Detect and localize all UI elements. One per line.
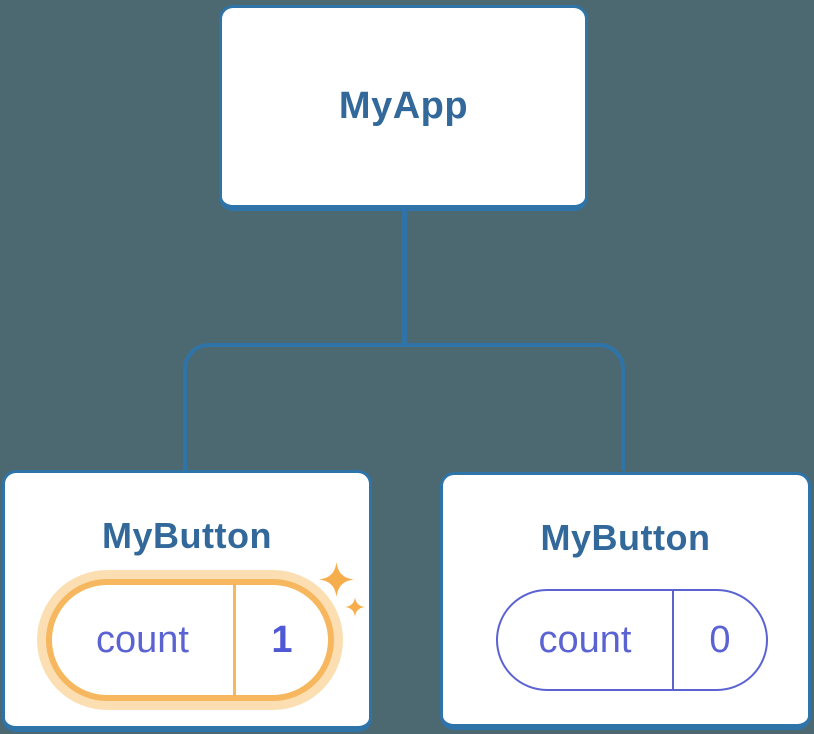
state-key: count [96,618,189,661]
sparkle-icon [345,597,365,617]
node-mybutton-left: MyButton count 1 [2,470,372,732]
state-pill-plain: count 0 [496,589,768,691]
state-value: 0 [709,618,731,661]
pill-divider [672,591,674,689]
node-mybutton-right-label: MyButton [540,517,711,558]
pill-divider [233,585,236,695]
state-value: 1 [271,618,293,661]
node-mybutton-right: MyButton count 0 [440,472,811,730]
connector-root-stem [402,209,407,345]
state-key: count [538,618,632,661]
state-pill-highlighted: count 1 [46,579,334,701]
sparkle-icon [319,562,354,597]
node-myapp-label: MyApp [338,84,469,127]
node-myapp: MyApp [219,5,588,211]
connector-branch-bracket [183,343,625,471]
node-mybutton-left-label: MyButton [102,515,272,556]
